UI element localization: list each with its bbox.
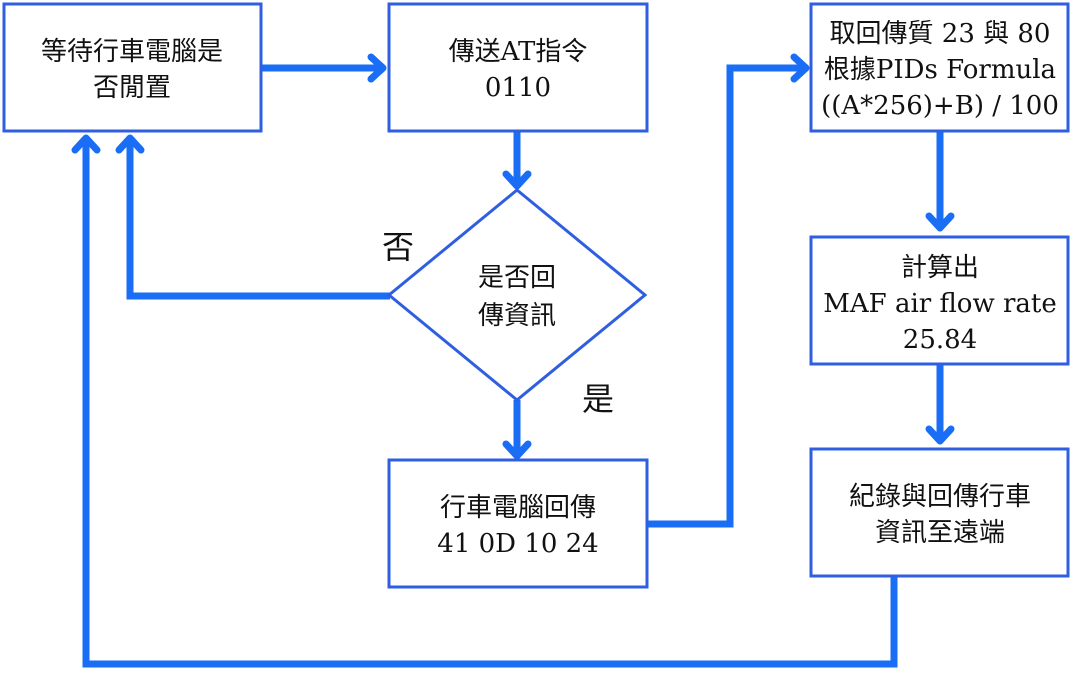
decision-line2: 傳資訊 <box>478 301 556 331</box>
node-send-at: 傳送AT指令 0110 <box>387 2 649 133</box>
node-send-at-line1: 傳送AT指令 <box>449 37 588 67</box>
node-wait-idle-line1: 等待行車電腦是 <box>41 37 223 67</box>
arrowhead-record-loop-back <box>71 134 101 154</box>
arrowhead-calculate-to-record <box>925 425 955 445</box>
node-calculate: 計算出 MAF air flow rate 25.84 <box>809 235 1070 366</box>
node-calculate-line2: MAF air flow rate <box>823 289 1057 319</box>
node-wait-idle-line2: 否閒置 <box>93 73 171 103</box>
arrowhead-decision-no <box>115 134 145 154</box>
node-retrieve-line1: 取回傳質 23 與 80 <box>830 19 1051 49</box>
arrowhead-decision-yes <box>502 440 532 460</box>
node-retrieve-line2: 根據PIDs Formula <box>824 55 1056 85</box>
arrow-reply-to-retrieve <box>648 64 802 528</box>
node-ecu-reply-line2: 41 0D 10 24 <box>437 529 598 559</box>
node-retrieve: 取回傳質 23 與 80 根據PIDs Formula ((A*256)+B) … <box>809 2 1070 133</box>
decision-line1: 是否回 <box>478 263 556 293</box>
node-record-line2: 資訊至遠端 <box>875 518 1005 548</box>
decision-diamond: 是否回 傳資訊 <box>386 188 648 402</box>
arrowhead-retrieve-to-calculate <box>925 212 955 232</box>
arrowhead-wait-to-send <box>367 53 387 83</box>
label-no: 否 <box>382 228 414 266</box>
node-calculate-line3: 25.84 <box>903 325 977 355</box>
node-wait-idle: 等待行車電腦是 否閒置 <box>2 2 263 133</box>
arrowhead-reply-to-retrieve <box>790 53 810 83</box>
arrowhead-send-to-decision <box>502 170 532 190</box>
node-record-line1: 紀錄與回傳行車 <box>849 482 1031 512</box>
node-ecu-reply: 行車電腦回傳 41 0D 10 24 <box>387 458 649 589</box>
arrow-decision-no <box>126 142 390 300</box>
node-ecu-reply-line1: 行車電腦回傳 <box>440 493 596 523</box>
node-calculate-line1: 計算出 <box>901 253 979 283</box>
connectors <box>71 53 955 668</box>
node-retrieve-line3: ((A*256)+B) / 100 <box>821 91 1059 121</box>
node-record: 紀錄與回傳行車 資訊至遠端 <box>809 447 1070 578</box>
node-send-at-line2: 0110 <box>485 73 551 103</box>
label-yes: 是 <box>582 380 614 418</box>
arrow-record-loop-back <box>82 142 898 668</box>
